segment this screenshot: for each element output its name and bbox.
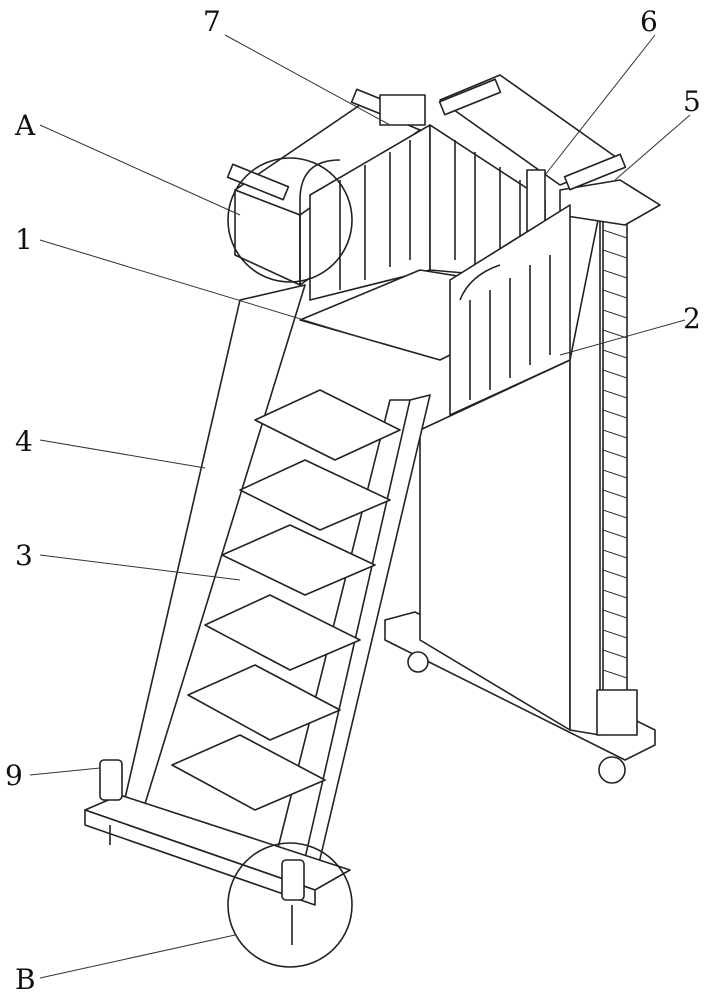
label-7: 7 bbox=[203, 8, 221, 36]
label-3: 3 bbox=[15, 542, 33, 570]
label-B: B bbox=[15, 966, 36, 994]
ladder bbox=[120, 285, 430, 880]
label-1: 1 bbox=[15, 226, 33, 254]
label-6: 6 bbox=[640, 8, 658, 36]
label-5: 5 bbox=[683, 88, 701, 116]
label-2: 2 bbox=[683, 305, 701, 333]
label-4: 4 bbox=[15, 428, 33, 456]
label-A: A bbox=[15, 112, 35, 140]
label-9: 9 bbox=[5, 762, 23, 790]
